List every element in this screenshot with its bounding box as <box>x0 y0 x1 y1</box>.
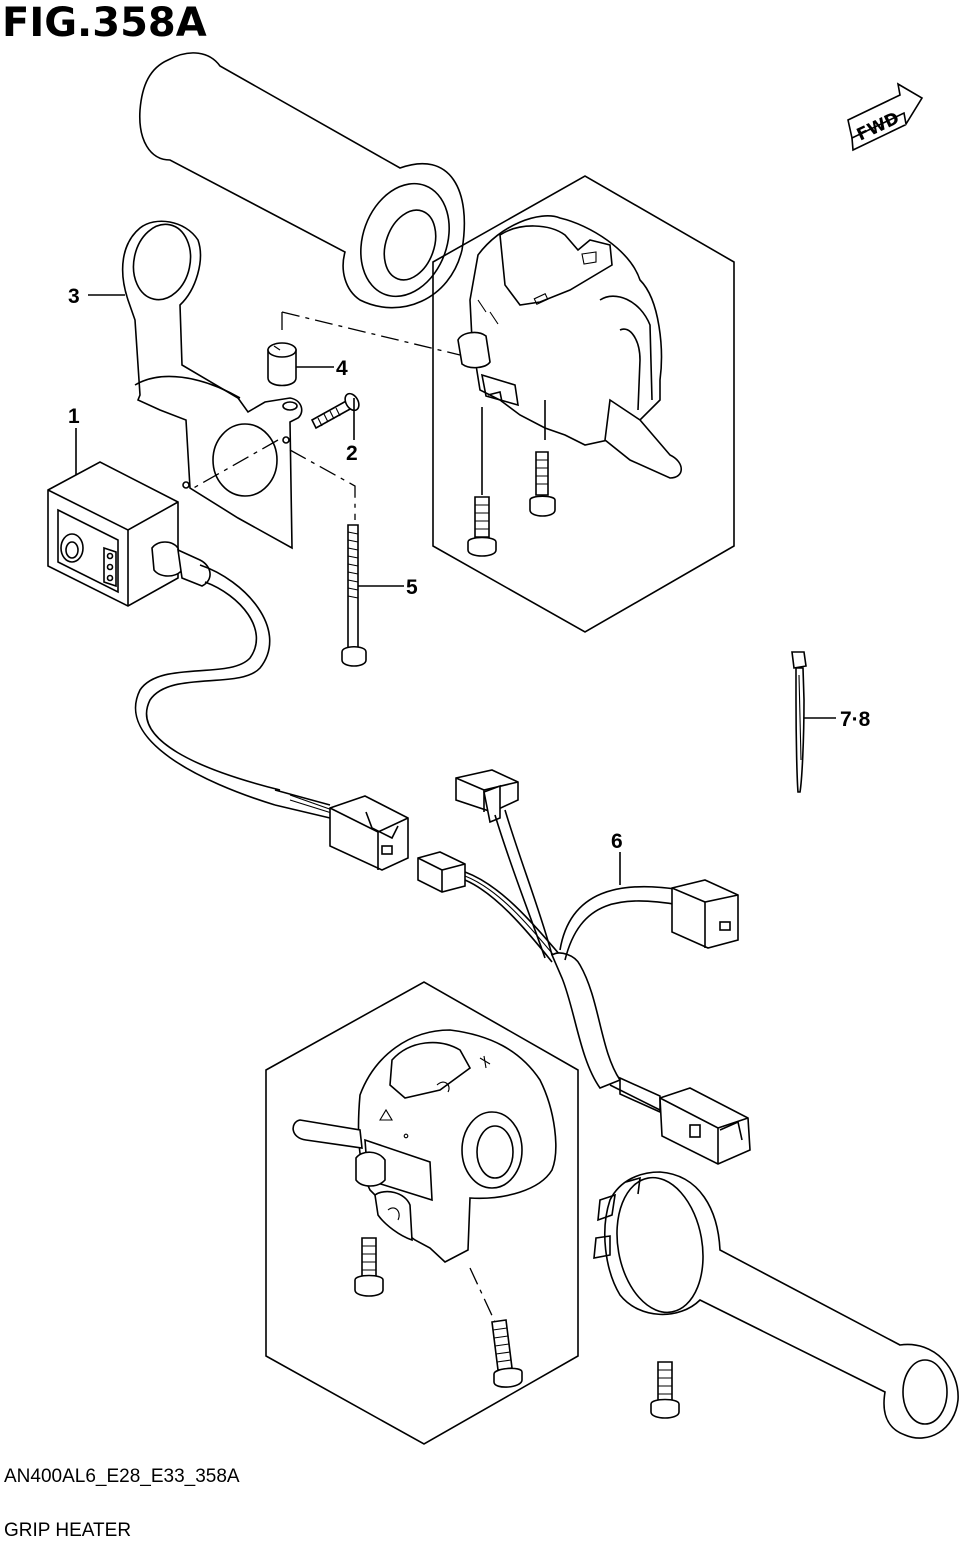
upper-switch-box <box>432 175 735 633</box>
switch-cable <box>134 564 409 871</box>
cable-tie <box>791 651 807 793</box>
callout-1: 1 <box>68 405 80 428</box>
upper-grip <box>139 52 466 309</box>
callout-3: 3 <box>68 285 80 308</box>
callout-4: 4 <box>336 357 348 380</box>
bolt-5 <box>341 524 367 667</box>
figure-code: AN400AL6_E28_E33_358A <box>4 1466 240 1487</box>
leader-lines <box>75 294 836 885</box>
callout-6: 6 <box>611 830 623 853</box>
callout-5: 5 <box>406 576 418 599</box>
alignment-lines <box>189 311 461 520</box>
fwd-arrow: FWD <box>847 82 924 152</box>
lower-switch-box <box>265 981 579 1445</box>
figure-title: FIG.358A <box>2 0 207 46</box>
heater-switch <box>47 461 211 607</box>
bracket <box>121 220 303 550</box>
callout-7-8: 7·8 <box>840 708 871 731</box>
screw-2 <box>310 392 360 430</box>
wiring-harness <box>417 769 751 1165</box>
lower-grip <box>593 1171 959 1439</box>
callout-2: 2 <box>346 442 358 465</box>
figure-name: GRIP HEATER <box>4 1520 132 1541</box>
collar <box>267 342 297 387</box>
